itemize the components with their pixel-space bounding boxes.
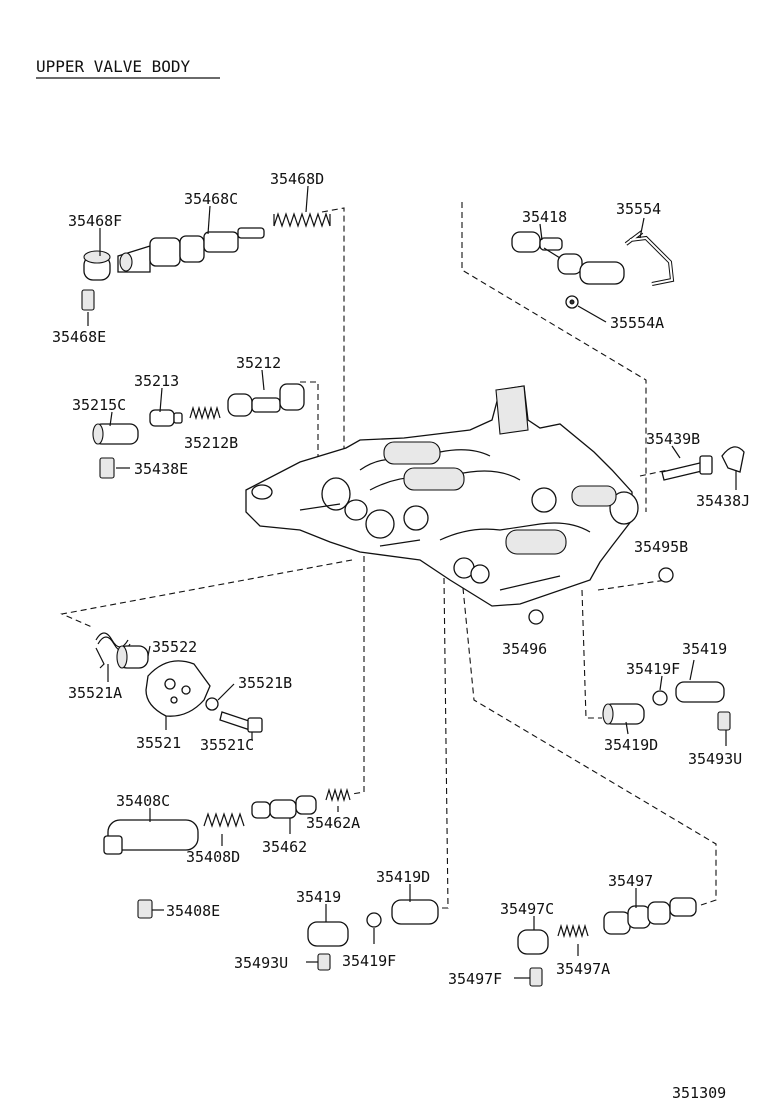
plug-35213: [149, 409, 183, 427]
valve-35419-lower: [307, 921, 349, 947]
label-35493U-lower: 35493U: [234, 954, 288, 972]
plug-35497C: [517, 929, 549, 955]
label-35419-lower: 35419: [296, 888, 341, 906]
label-35496: 35496: [502, 640, 547, 658]
valve-35462: [251, 795, 317, 819]
pin-35493U-upper: [717, 711, 731, 731]
label-35497: 35497: [608, 872, 653, 890]
label-35408C: 35408C: [116, 792, 170, 810]
label-35438J: 35438J: [696, 492, 750, 510]
label-35212: 35212: [236, 354, 281, 372]
valve-35468C: [117, 227, 265, 273]
label-35408E: 35408E: [166, 902, 220, 920]
ball-35419F-lower: [366, 912, 382, 928]
plug-35468F: [83, 250, 111, 281]
valve-35497: [603, 897, 697, 935]
plug-35215C: [92, 423, 139, 445]
label-35495B: 35495B: [634, 538, 688, 556]
label-leaders: [87, 185, 737, 979]
solenoid-35408C: [103, 819, 199, 855]
label-35521: 35521: [136, 734, 181, 752]
label-35418: 35418: [522, 208, 567, 226]
label-35438E: 35438E: [134, 460, 188, 478]
valve-35212: [227, 383, 305, 417]
label-35419F-upper: 35419F: [626, 660, 680, 678]
plate-35521: [145, 660, 211, 717]
pin-35497F: [529, 967, 543, 987]
label-35468C: 35468C: [184, 190, 238, 208]
label-35497A: 35497A: [556, 960, 610, 978]
pin-35493U-lower: [317, 953, 331, 971]
label-35493U-upper: 35493U: [688, 750, 742, 768]
label-35462: 35462: [262, 838, 307, 856]
label-35554: 35554: [616, 200, 661, 218]
spring-35408D: [203, 812, 245, 828]
clip-35554A: [565, 295, 579, 309]
valve-35419-upper: [675, 681, 725, 703]
valve-35418: [511, 231, 625, 285]
spring-35212B: [189, 405, 221, 421]
label-35521A: 35521A: [68, 684, 122, 702]
label-35419-upper: 35419: [682, 640, 727, 658]
label-35522: 35522: [152, 638, 197, 656]
plug-35419D-lower: [391, 899, 439, 925]
upper-valve-body-casting: [245, 385, 639, 607]
diagram-reference-number: 351309: [672, 1084, 726, 1102]
spring-35497A: [557, 923, 589, 939]
ball-35496: [528, 609, 544, 625]
part-35522: [116, 645, 149, 669]
label-35462A: 35462A: [306, 814, 360, 832]
label-35521B: 35521B: [238, 674, 292, 692]
label-35468E: 35468E: [52, 328, 106, 346]
bracket-35438J: [721, 446, 745, 473]
ball-35419F-upper: [652, 690, 668, 706]
label-35419D-lower: 35419D: [376, 868, 430, 886]
ball-35495B: [658, 567, 674, 583]
pin-35468E: [81, 289, 95, 311]
bolt-35439B: [661, 455, 713, 481]
label-35497C: 35497C: [500, 900, 554, 918]
label-35419D-upper: 35419D: [604, 736, 658, 754]
pin-35438E: [99, 457, 115, 479]
label-35468D: 35468D: [270, 170, 324, 188]
spring-35468D: [273, 212, 331, 228]
dashed-leaders: [60, 202, 717, 909]
wire-35554: [624, 230, 675, 286]
label-35419F-lower: 35419F: [342, 952, 396, 970]
bolt-35521C: [219, 711, 263, 733]
part-labels: 35468F 35468C 35468D 35468E 35212 35213 …: [52, 170, 750, 988]
diagram-title: UPPER VALVE BODY: [36, 57, 190, 76]
label-35554A: 35554A: [610, 314, 664, 332]
label-35215C: 35215C: [72, 396, 126, 414]
label-35212B: 35212B: [184, 434, 238, 452]
label-35521C: 35521C: [200, 736, 254, 754]
plug-35419D-upper: [602, 703, 645, 725]
label-35213: 35213: [134, 372, 179, 390]
label-35439B: 35439B: [646, 430, 700, 448]
pin-35408E: [137, 899, 153, 919]
label-35497F: 35497F: [448, 970, 502, 988]
washer-35521B: [205, 697, 219, 711]
label-35408D: 35408D: [186, 848, 240, 866]
label-35468F: 35468F: [68, 212, 122, 230]
spring-35462A: [325, 787, 351, 803]
